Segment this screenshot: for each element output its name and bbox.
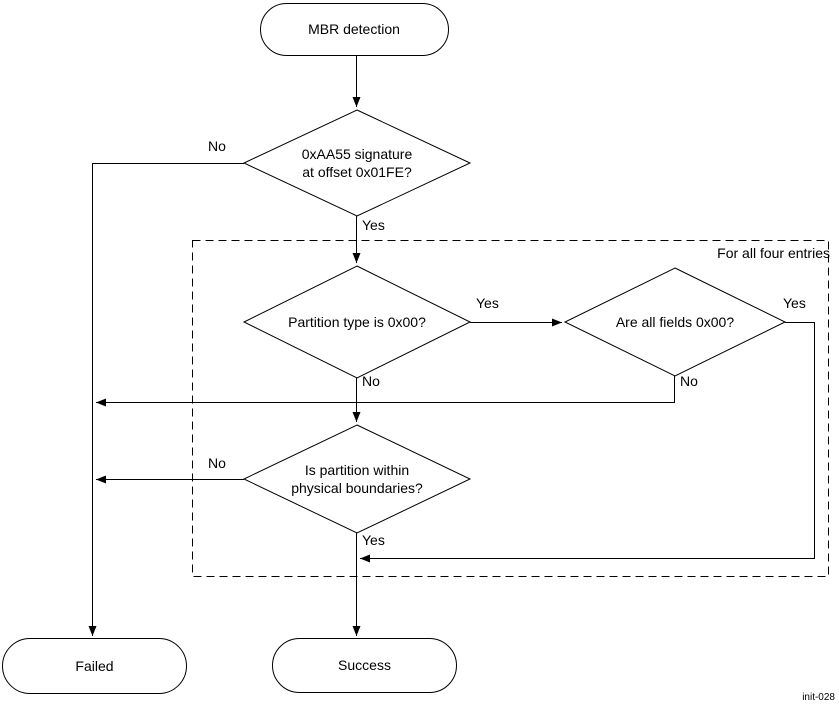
edge-label-boundaries-yes: Yes [362, 532, 385, 548]
edge-label-partition-type-yes: Yes [476, 295, 499, 311]
edge-fields-no-to-failed-line [96, 376, 675, 407]
failed-node-label: Failed [75, 657, 114, 674]
decision-fields-shape [563, 267, 787, 377]
edge-label-signature-yes: Yes [362, 217, 385, 233]
decision-boundaries-label: Is partition within physical boundaries? [291, 461, 423, 496]
edge-label-fields-no: No [680, 373, 698, 389]
edge-label-fields-yes: Yes [783, 295, 806, 311]
start-node-shape [260, 3, 449, 56]
loop-region-box [192, 240, 829, 577]
loop-region-caption: For all four entries [717, 245, 830, 261]
failed-node-shape [2, 638, 187, 694]
edge-label-partition-type-no: No [362, 373, 380, 389]
decision-partition-type-shape [242, 265, 472, 379]
decision-signature-label: 0xAA55 signature at offset 0x01FE? [301, 145, 413, 180]
edge-signature-no-to-failed [88, 163, 244, 636]
decision-fields-label: Are all fields 0x00? [615, 313, 735, 330]
decision-boundaries-shape [242, 424, 472, 534]
edge-label-boundaries-no: No [208, 455, 226, 471]
success-node-shape [272, 638, 457, 693]
decision-partition-type-label: Partition type is 0x00? [288, 313, 426, 330]
edge-fields-yes-loop-back [360, 322, 815, 563]
start-node-label: MBR detection [308, 20, 400, 37]
decision-signature-shape [242, 109, 472, 217]
figure-id-label: init-028 [802, 692, 835, 703]
edge-label-signature-no: No [208, 138, 226, 154]
success-node-label: Success [338, 656, 391, 673]
